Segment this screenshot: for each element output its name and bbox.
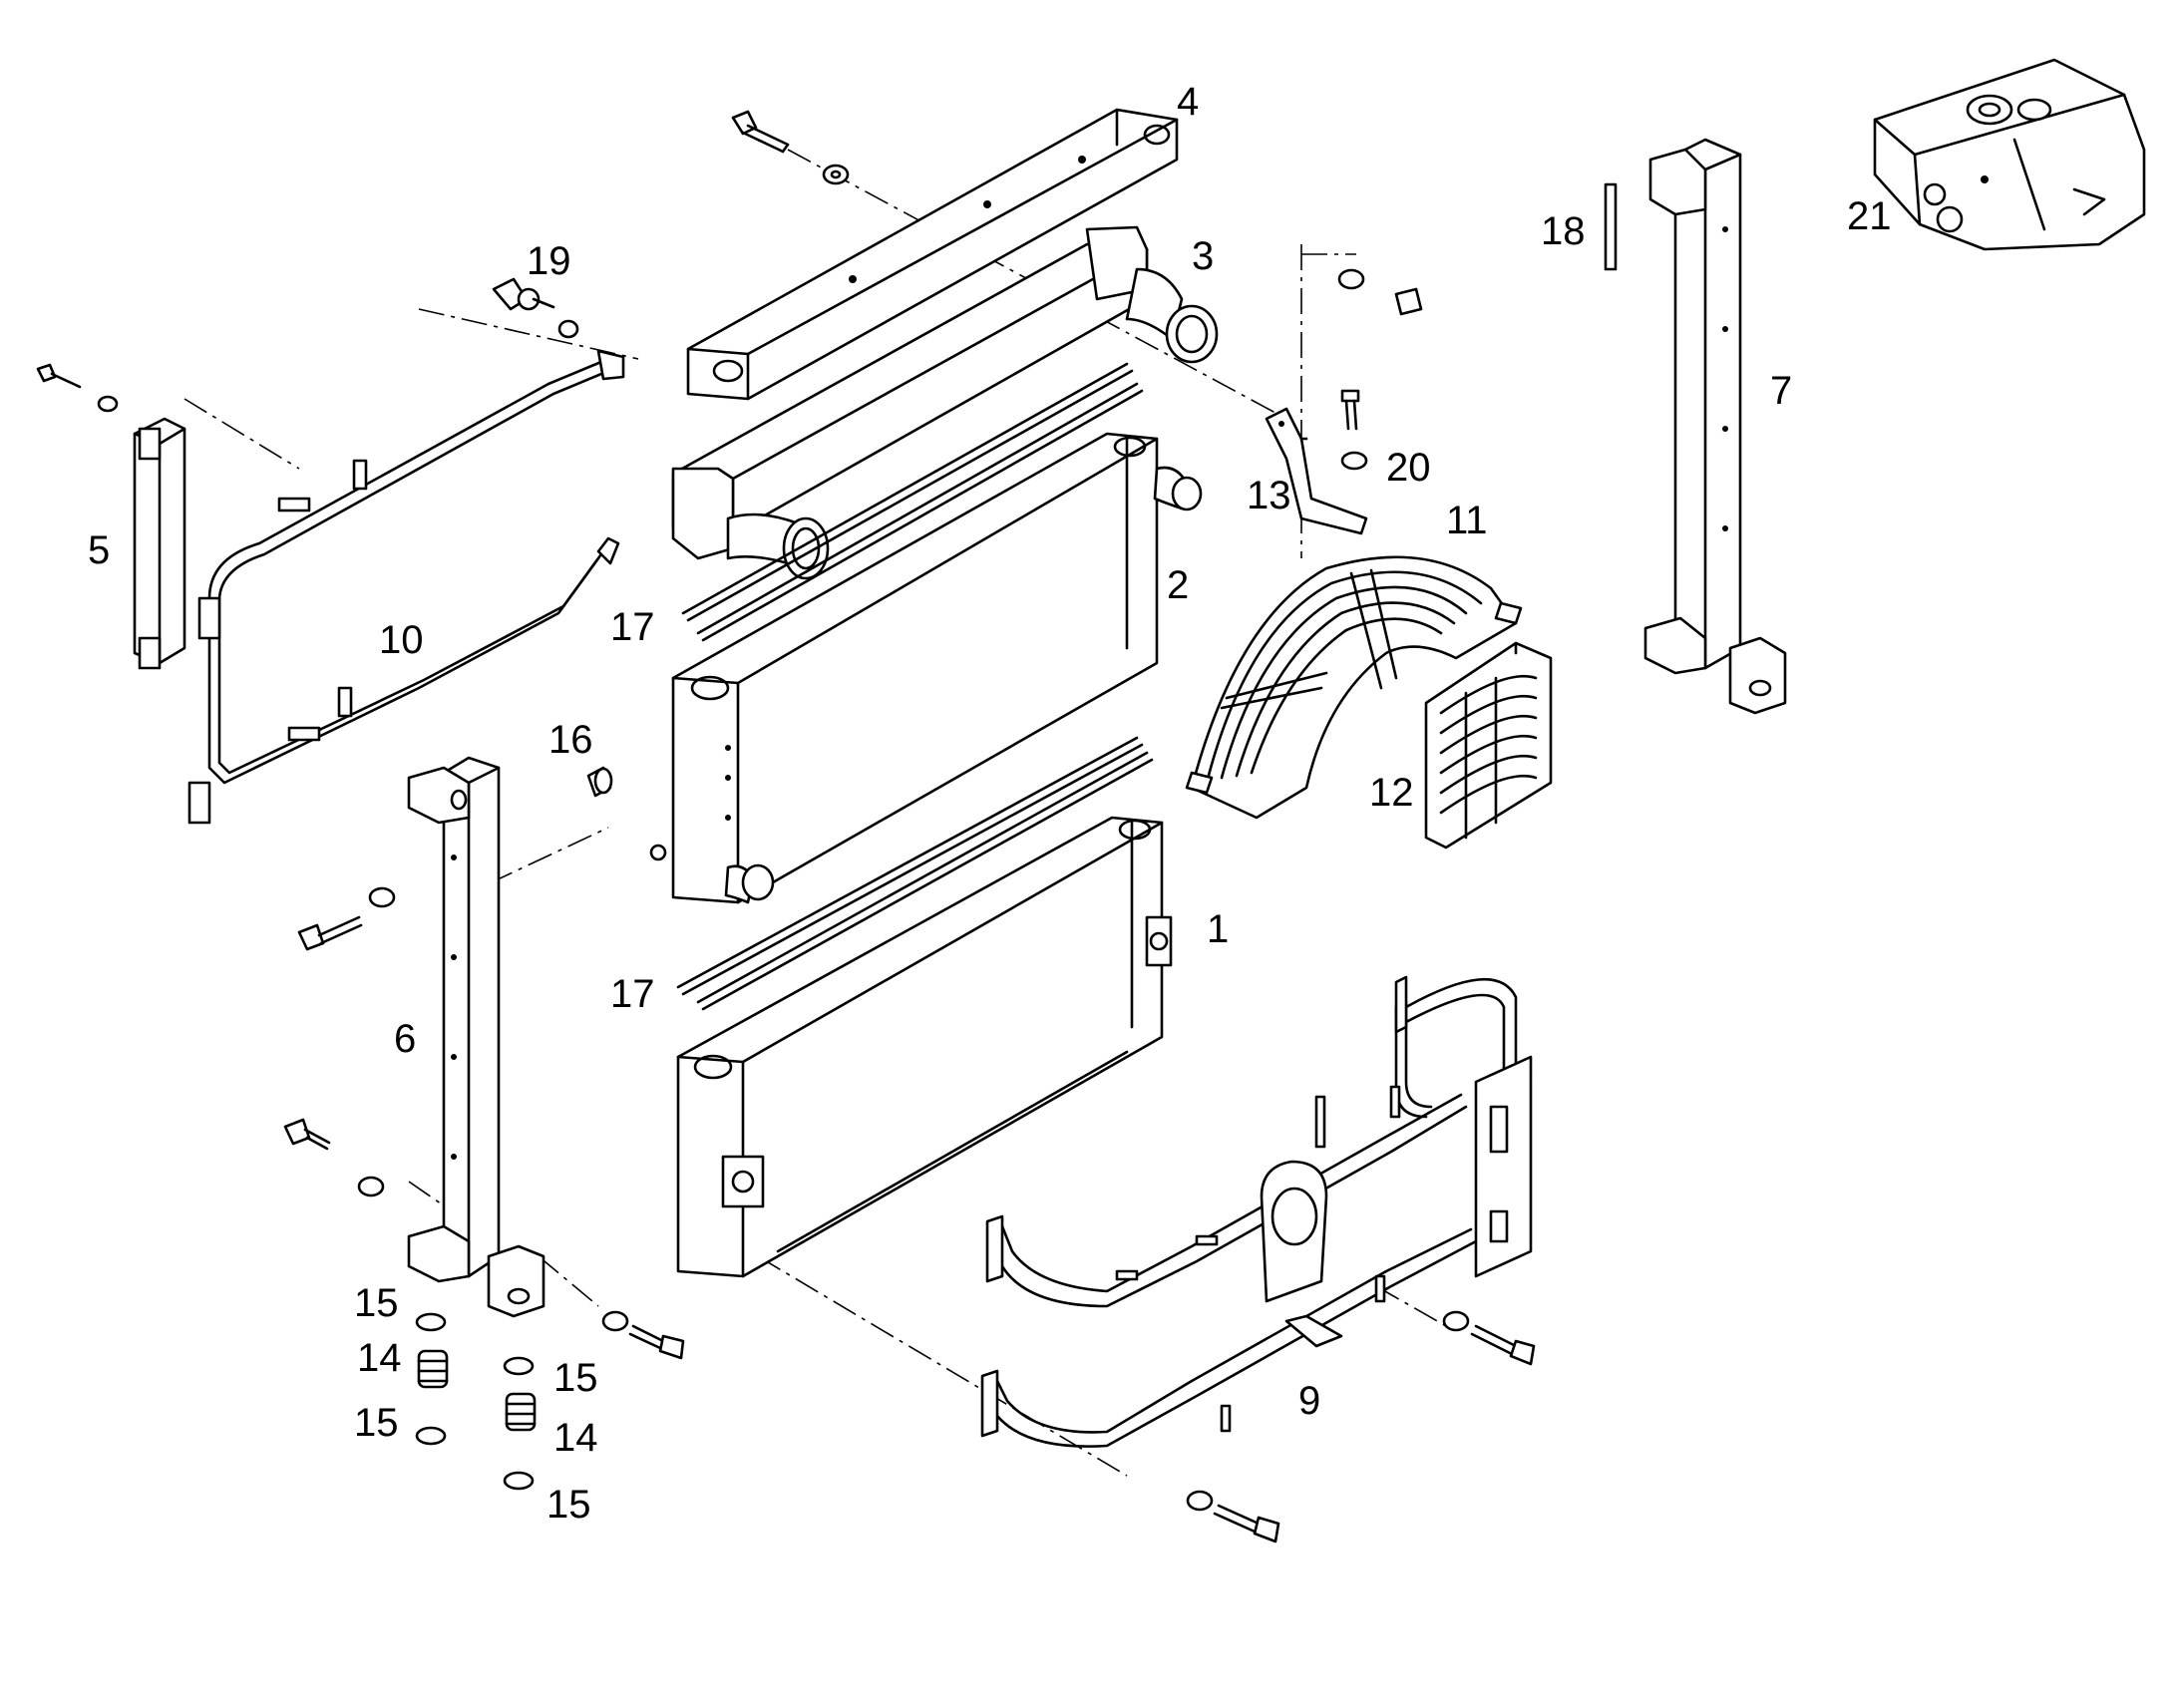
part-17-seal-strips-upper — [681, 362, 1144, 642]
callout-16: 16 — [548, 718, 593, 762]
callout-15-bottom-left: 15 — [354, 1401, 399, 1445]
callout-19: 19 — [527, 239, 571, 283]
part-9-lower-frame — [980, 975, 1536, 1543]
callout-3: 3 — [1192, 234, 1214, 278]
bolt-part-4 — [731, 110, 850, 185]
part-20-screw — [1340, 389, 1368, 471]
callout-2: 2 — [1167, 563, 1189, 607]
callout-7: 7 — [1770, 369, 1792, 413]
part-14-15-isolators-right — [503, 1356, 537, 1491]
part-6-left-mount — [407, 756, 545, 1318]
part-4-upper-bar — [686, 108, 1179, 401]
part-3-charge-air-cooler — [671, 225, 1219, 580]
part-2-radiator — [649, 432, 1203, 904]
fasteners-part-13 — [1337, 268, 1423, 316]
callout-14-left: 14 — [357, 1336, 402, 1380]
part-14-15-isolators-left — [415, 1312, 449, 1446]
callout-labels: 1 2 3 4 5 6 7 9 10 11 12 13 14 14 15 15 … — [88, 80, 1892, 1527]
callout-12: 12 — [1369, 771, 1414, 815]
callout-15-top-right: 15 — [553, 1356, 598, 1400]
part-17-seal-strips-lower — [676, 736, 1154, 1011]
part-21-expansion-tank — [1873, 58, 2146, 251]
callout-18: 18 — [1541, 209, 1586, 253]
callout-10: 10 — [379, 618, 424, 662]
bolt-part-5 — [36, 363, 119, 413]
part-19-sensor — [492, 277, 579, 339]
callout-17-upper: 17 — [610, 605, 655, 649]
callout-6: 6 — [394, 1017, 416, 1061]
callout-15-bottom-right: 15 — [546, 1483, 591, 1527]
part-12-fan-guard — [1424, 641, 1553, 850]
callout-15-top-left: 15 — [354, 1281, 399, 1325]
part-1-lower-radiator — [676, 816, 1173, 1278]
callout-17-lower: 17 — [610, 972, 655, 1016]
part-16-bushing — [586, 766, 613, 798]
callout-13: 13 — [1247, 474, 1291, 517]
callout-21: 21 — [1847, 194, 1892, 238]
callout-9: 9 — [1298, 1379, 1320, 1423]
callout-5: 5 — [88, 528, 110, 572]
callout-1: 1 — [1207, 907, 1229, 951]
callout-4: 4 — [1177, 80, 1199, 124]
part-11-fan-shroud — [1185, 555, 1523, 820]
callout-20: 20 — [1386, 446, 1431, 490]
part-5-bracket — [133, 417, 186, 670]
part-13-bracket — [1265, 407, 1368, 535]
callout-11: 11 — [1446, 499, 1488, 542]
part-10-tube-frame — [187, 349, 625, 825]
part-7-right-mount — [1643, 138, 1787, 715]
callout-14-right: 14 — [553, 1416, 598, 1460]
bolts-part-6 — [283, 886, 685, 1360]
part-18-rod — [1604, 182, 1618, 271]
